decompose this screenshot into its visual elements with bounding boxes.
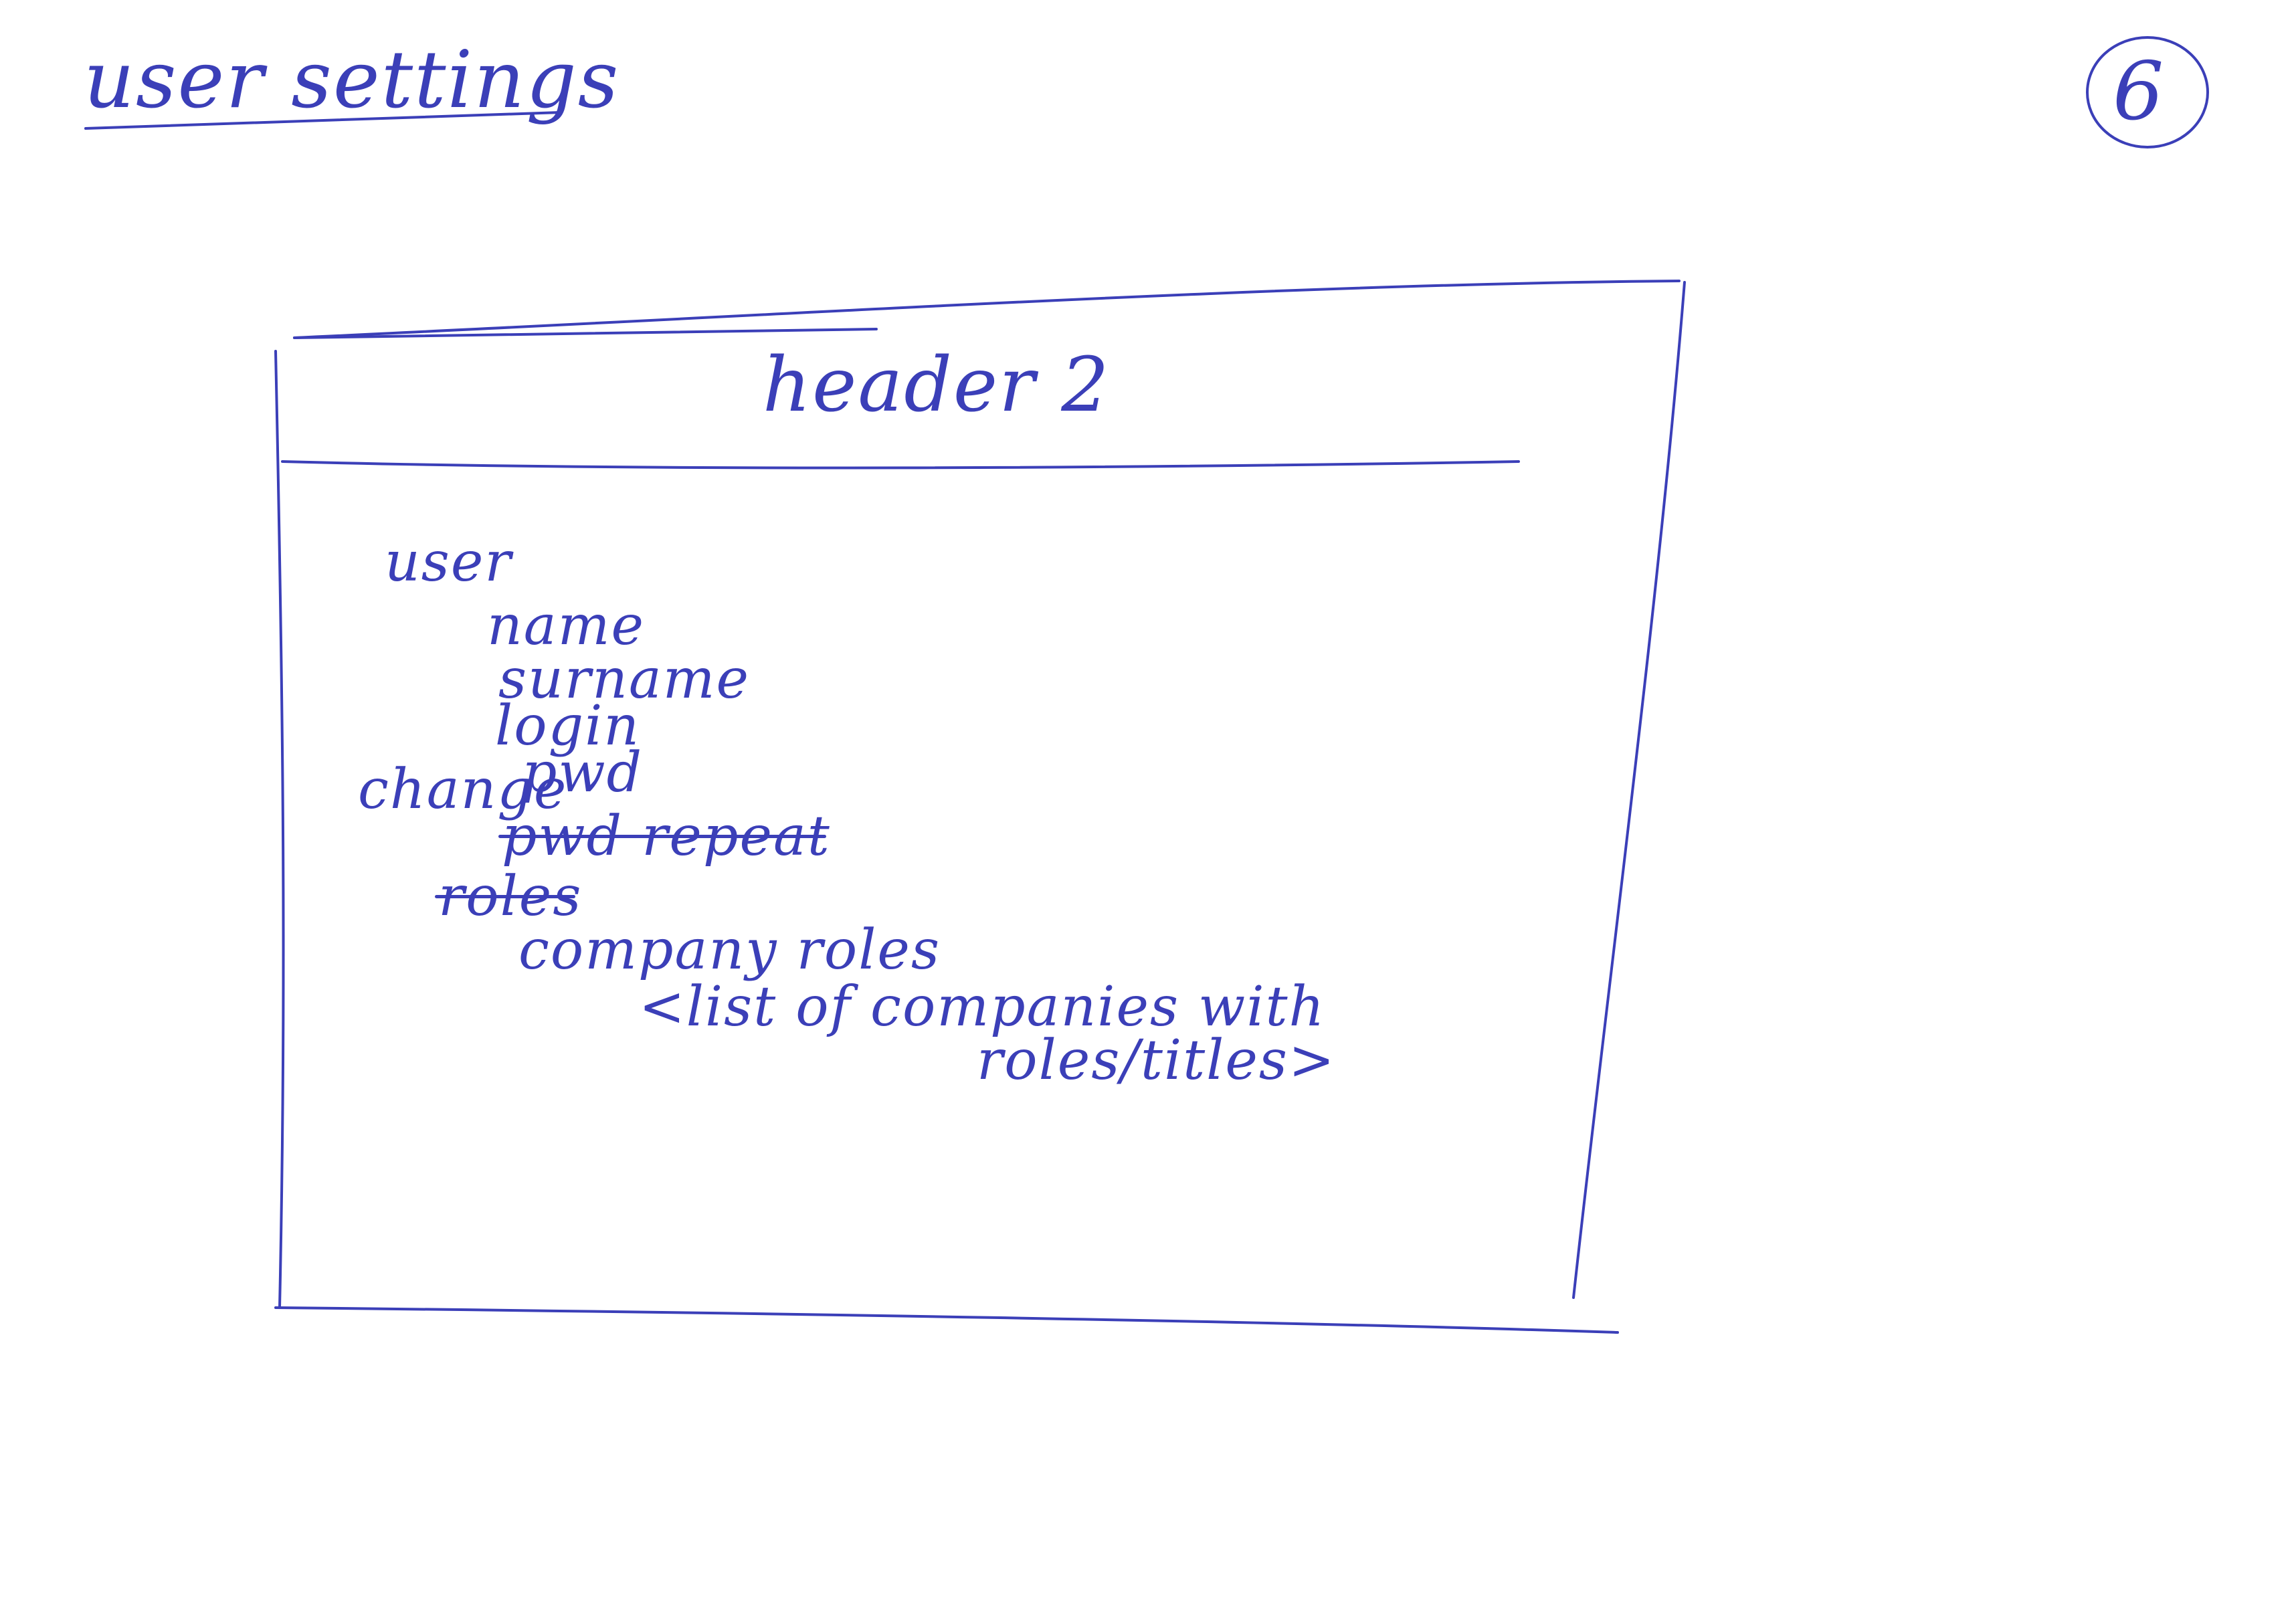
company-roles-label: company roles (518, 918, 941, 982)
title-underline (84, 111, 562, 130)
field-name: name (487, 594, 645, 658)
header-divider (281, 460, 1520, 470)
header-label: header 2 (763, 342, 1111, 429)
field-pwd: pwd (522, 741, 644, 805)
page-title: user settings (84, 33, 620, 126)
strike-pwd-repeat (498, 835, 826, 838)
section-user-label: user (385, 530, 512, 594)
wireframe-right-edge (1572, 281, 1686, 1299)
field-login: login (495, 694, 641, 758)
page-number-circle (2086, 36, 2209, 148)
strike-roles (435, 895, 575, 898)
company-list-line-1: <list of companies with (639, 975, 1326, 1039)
change-label: change (358, 758, 568, 821)
wireframe-bottom-edge (274, 1306, 1619, 1334)
field-surname: surname (498, 647, 751, 711)
page-number: 6 (2113, 45, 2166, 138)
wireframe-left-edge (274, 350, 285, 1309)
wireframe-top-edge-left (293, 328, 878, 339)
company-list-line-2: roles/titles> (977, 1029, 1336, 1092)
wireframe-top-edge (293, 280, 1681, 339)
